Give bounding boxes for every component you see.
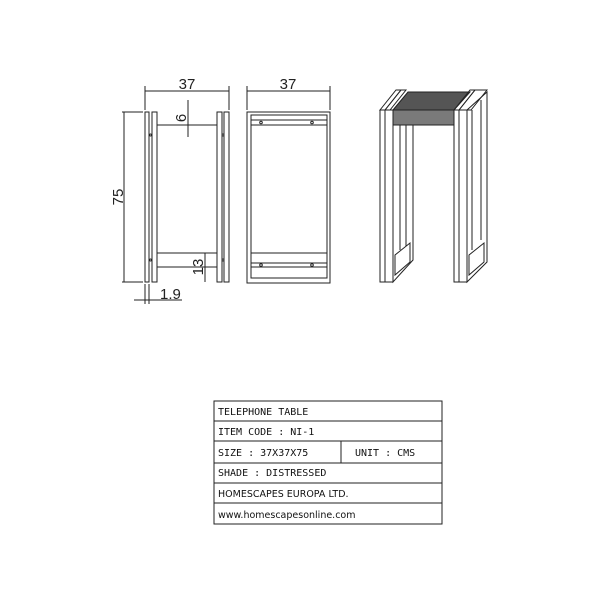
front-view xyxy=(246,86,331,284)
bottom-rail-label: 13 xyxy=(190,259,207,276)
title-text: TELEPHONE TABLE xyxy=(218,407,308,418)
size-text: SIZE : 37X37X75 xyxy=(218,448,308,459)
height-label: 75 xyxy=(110,189,127,206)
item-code-text: ITEM CODE : NI-1 xyxy=(218,427,314,438)
website-text: www.homescapesonline.com xyxy=(218,510,356,521)
company-text: HOMESCAPES EUROPA LTD. xyxy=(218,489,349,500)
thickness-label: 1.9 xyxy=(160,286,181,303)
top-rail-label: 6 xyxy=(173,114,190,122)
side-width-label: 37 xyxy=(179,76,196,93)
unit-text: UNIT : CMS xyxy=(355,448,415,459)
side-view xyxy=(122,86,230,304)
isometric-view xyxy=(378,89,489,284)
shade-text: SHADE : DISTRESSED xyxy=(218,468,326,479)
title-block xyxy=(213,400,443,525)
front-width-label: 37 xyxy=(280,76,297,93)
